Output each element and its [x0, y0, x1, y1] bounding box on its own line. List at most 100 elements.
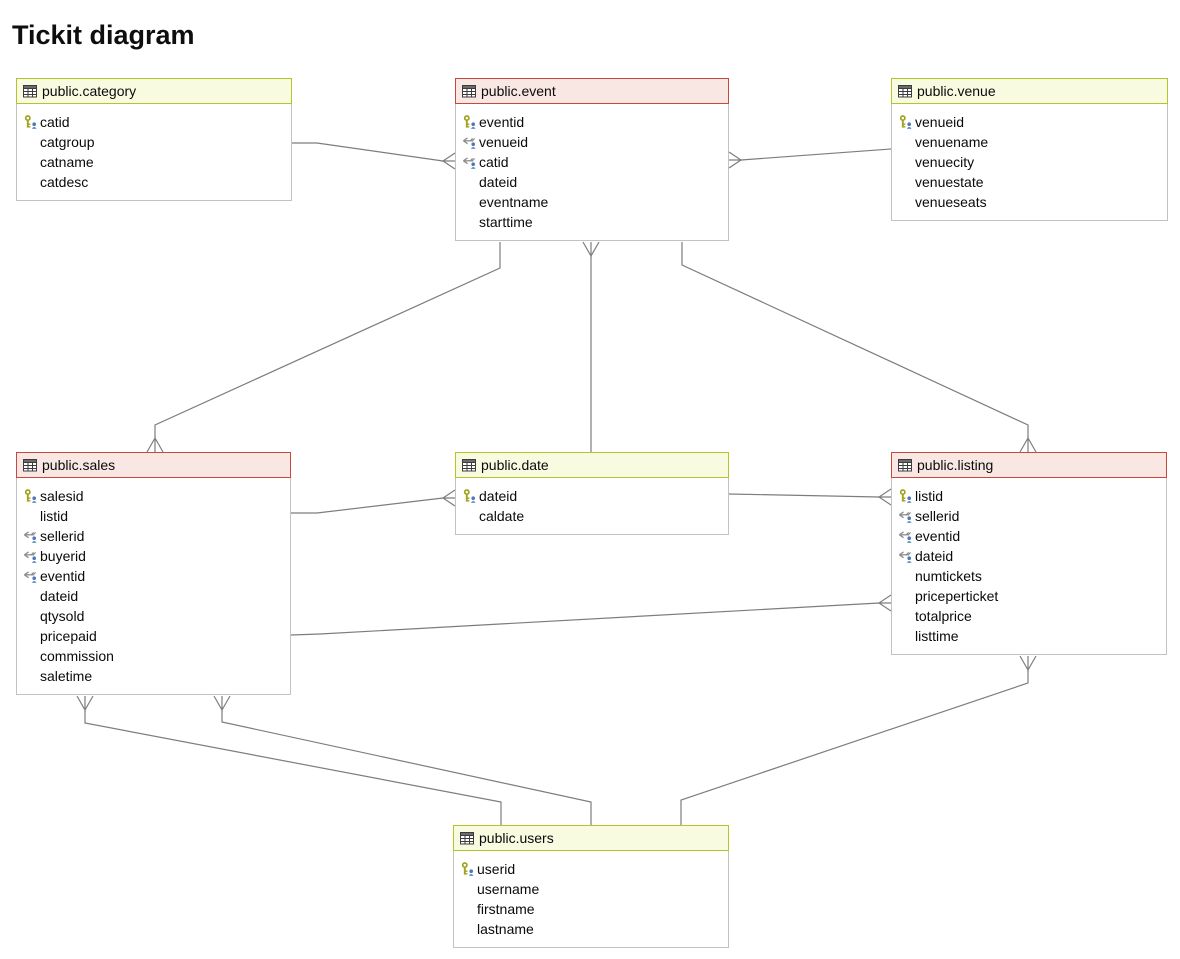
foreign-key-icon [23, 549, 40, 563]
sales-column-salesid[interactable]: salesid [17, 486, 290, 506]
table-header-users[interactable]: public.users [453, 825, 729, 851]
venue-column-venuestate[interactable]: venuestate [892, 172, 1167, 192]
column-name: dateid [479, 488, 518, 504]
column-name: venuestate [915, 174, 984, 190]
table-header-event[interactable]: public.event [455, 78, 729, 104]
column-name: firstname [477, 901, 535, 917]
event-column-eventid[interactable]: eventid [456, 112, 728, 132]
date-column-dateid[interactable]: dateid [456, 486, 728, 506]
no-key-spacer [23, 609, 40, 623]
column-name: totalprice [915, 608, 972, 624]
foreign-key-icon [898, 529, 915, 543]
foreign-key-icon [462, 135, 479, 149]
relationship-sales-listing[interactable] [290, 594, 892, 636]
relationship-category-event[interactable] [291, 142, 456, 170]
sales-column-saletime[interactable]: saletime [17, 666, 290, 686]
no-key-spacer [898, 609, 915, 623]
listing-column-listid[interactable]: listid [892, 486, 1166, 506]
column-name: buyerid [40, 548, 86, 564]
venue-column-venuecity[interactable]: venuecity [892, 152, 1167, 172]
event-column-catid[interactable]: catid [456, 152, 728, 172]
venue-column-venueseats[interactable]: venueseats [892, 192, 1167, 212]
column-name: caldate [479, 508, 525, 524]
category-column-catname[interactable]: catname [17, 152, 291, 172]
users-column-firstname[interactable]: firstname [454, 899, 728, 919]
relationship-date-event[interactable] [582, 241, 600, 452]
listing-column-totalprice[interactable]: totalprice [892, 606, 1166, 626]
listing-column-sellerid[interactable]: sellerid [892, 506, 1166, 526]
no-key-spacer [898, 569, 915, 583]
sales-column-eventid[interactable]: eventid [17, 566, 290, 586]
event-column-venueid[interactable]: venueid [456, 132, 728, 152]
crow-foot-icon [728, 151, 743, 169]
table-date[interactable]: public.date dateid caldate [455, 452, 729, 535]
listing-column-listtime[interactable]: listtime [892, 626, 1166, 646]
category-column-catgroup[interactable]: catgroup [17, 132, 291, 152]
table-header-date[interactable]: public.date [455, 452, 729, 478]
crow-foot-icon [582, 241, 600, 259]
column-name: eventname [479, 194, 549, 210]
column-name: eventid [40, 568, 86, 584]
table-header-sales[interactable]: public.sales [16, 452, 291, 478]
date-column-caldate[interactable]: caldate [456, 506, 728, 526]
sales-column-pricepaid[interactable]: pricepaid [17, 626, 290, 646]
table-header-listing[interactable]: public.listing [891, 452, 1167, 478]
relationship-venue-event[interactable] [728, 148, 892, 169]
column-name: venueseats [915, 194, 987, 210]
table-title: public.category [42, 83, 137, 99]
column-name: dateid [40, 588, 79, 604]
relationship-sales-users-buyer[interactable] [213, 695, 592, 825]
column-name: catid [479, 154, 509, 170]
relationship-sales-users-seller[interactable] [76, 695, 502, 825]
users-column-userid[interactable]: userid [454, 859, 728, 879]
sales-column-dateid[interactable]: dateid [17, 586, 290, 606]
event-column-starttime[interactable]: starttime [456, 212, 728, 232]
foreign-key-icon [462, 155, 479, 169]
users-column-username[interactable]: username [454, 879, 728, 899]
sales-column-qtysold[interactable]: qtysold [17, 606, 290, 626]
no-key-spacer [23, 669, 40, 683]
table-title: public.users [479, 830, 554, 846]
event-column-dateid[interactable]: dateid [456, 172, 728, 192]
listing-column-priceperticket[interactable]: priceperticket [892, 586, 1166, 606]
sales-column-sellerid[interactable]: sellerid [17, 526, 290, 546]
category-column-catdesc[interactable]: catdesc [17, 172, 291, 192]
relationship-event-sales[interactable] [146, 242, 501, 453]
category-column-catid[interactable]: catid [17, 112, 291, 132]
relationship-sales-date[interactable] [291, 489, 456, 514]
table-header-venue[interactable]: public.venue [891, 78, 1168, 104]
sales-column-buyerid[interactable]: buyerid [17, 546, 290, 566]
foreign-key-icon [898, 509, 915, 523]
column-name: starttime [479, 214, 533, 230]
sales-column-commission[interactable]: commission [17, 646, 290, 666]
no-key-spacer [460, 902, 477, 916]
venue-column-venueid[interactable]: venueid [892, 112, 1167, 132]
column-name: listid [40, 508, 69, 524]
sales-column-listid[interactable]: listid [17, 506, 290, 526]
table-users[interactable]: public.users userid username firstname lastn… [453, 825, 729, 948]
table-icon [460, 831, 475, 845]
no-key-spacer [898, 195, 915, 209]
event-column-eventname[interactable]: eventname [456, 192, 728, 212]
relationship-event-listing[interactable] [681, 242, 1037, 453]
venue-column-venuename[interactable]: venuename [892, 132, 1167, 152]
crow-foot-icon [213, 695, 231, 713]
table-sales[interactable]: public.sales salesid listid sellerid buyerid… [16, 452, 291, 695]
column-name: username [477, 881, 540, 897]
relationship-date-listing[interactable] [728, 488, 892, 506]
table-header-category[interactable]: public.category [16, 78, 292, 104]
no-key-spacer [462, 509, 479, 523]
listing-column-eventid[interactable]: eventid [892, 526, 1166, 546]
column-name: eventid [915, 528, 961, 544]
no-key-spacer [462, 195, 479, 209]
listing-column-dateid[interactable]: dateid [892, 546, 1166, 566]
users-column-lastname[interactable]: lastname [454, 919, 728, 939]
relationship-listing-users[interactable] [680, 655, 1037, 825]
listing-column-numtickets[interactable]: numtickets [892, 566, 1166, 586]
page-title: Tickit diagram [12, 20, 195, 51]
